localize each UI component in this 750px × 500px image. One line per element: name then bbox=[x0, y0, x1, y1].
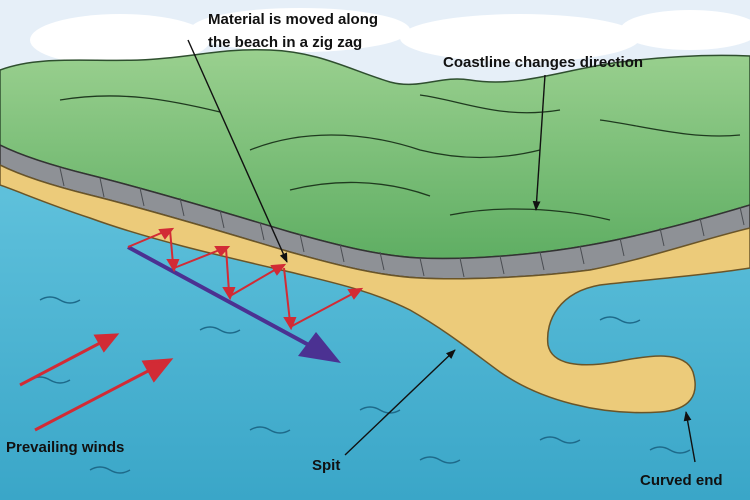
label-material-line2: the beach in a zig zag bbox=[208, 34, 362, 51]
wind-arrows bbox=[19, 333, 174, 432]
label-prevailing-winds: Prevailing winds bbox=[6, 439, 124, 456]
clouds bbox=[30, 8, 750, 66]
beach-and-spit bbox=[0, 164, 750, 414]
label-curved-end: Curved end bbox=[640, 472, 723, 489]
pointer-lines bbox=[187, 39, 696, 463]
label-material-line1: Material is moved along bbox=[208, 11, 378, 28]
spit-pointer bbox=[344, 349, 456, 456]
coastline-pointer bbox=[532, 74, 546, 211]
longshore-drift-arrow bbox=[127, 245, 341, 363]
label-spit: Spit bbox=[312, 457, 340, 474]
cliff-strata bbox=[59, 167, 745, 278]
label-coastline: Coastline changes direction bbox=[443, 54, 643, 71]
hill-contours bbox=[59, 94, 741, 221]
curved-end-pointer bbox=[683, 411, 696, 463]
material-pointer bbox=[187, 39, 288, 263]
zigzag-arrows bbox=[127, 227, 364, 331]
